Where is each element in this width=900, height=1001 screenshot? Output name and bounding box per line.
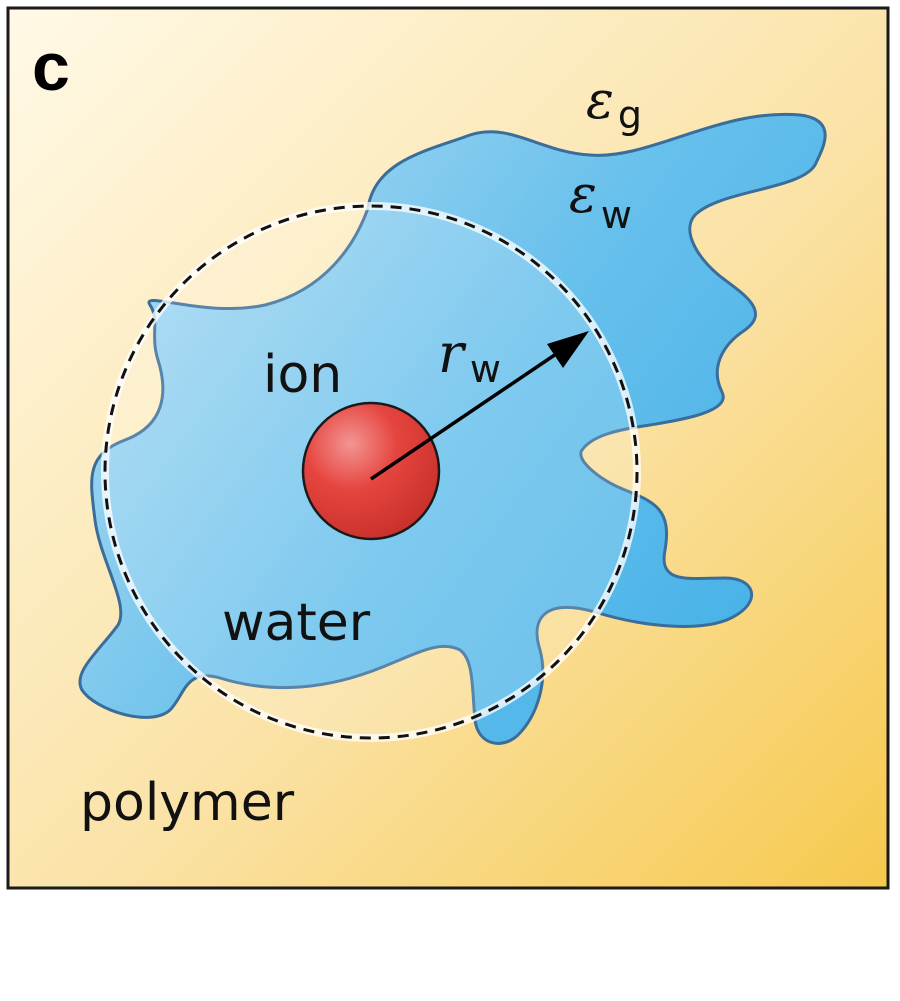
water-label: water bbox=[222, 593, 371, 653]
ion-label: ion bbox=[263, 345, 342, 405]
water-region bbox=[78, 112, 827, 745]
radius-arrow-shaft bbox=[370, 348, 563, 481]
radius-subscript: w bbox=[470, 347, 501, 391]
epsilon-w-subscript: w bbox=[601, 193, 632, 237]
radius-arrowhead bbox=[547, 331, 589, 368]
ion-particle bbox=[301, 401, 441, 541]
panel-label: c bbox=[32, 29, 70, 105]
epsilon-g-subscript: g bbox=[618, 93, 642, 137]
radius-symbol: r bbox=[438, 322, 467, 385]
polymer-label: polymer bbox=[80, 773, 295, 833]
epsilon-g-symbol: ε bbox=[586, 71, 614, 131]
hydration-sphere-outline bbox=[103, 204, 639, 740]
epsilon-w-symbol: ε bbox=[569, 165, 597, 225]
